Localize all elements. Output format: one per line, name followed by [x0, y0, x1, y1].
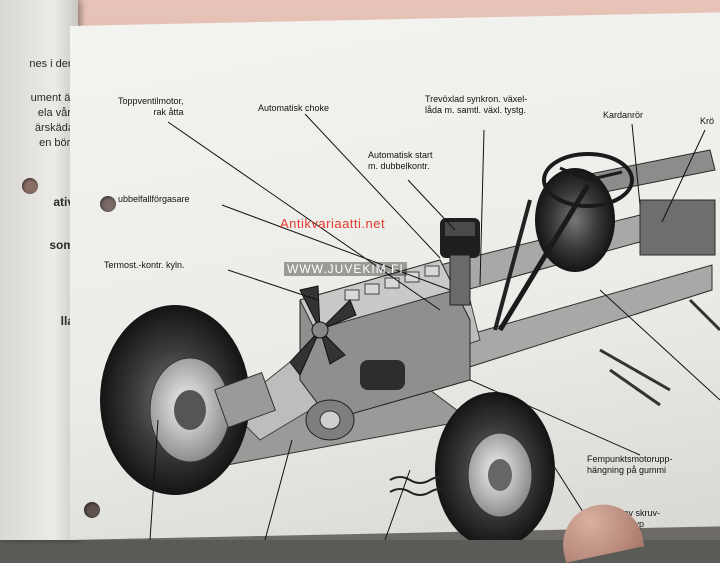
- carburetor: [440, 218, 480, 306]
- watermark-antikvariaatti: Antikvariaatti.net: [280, 216, 386, 231]
- coil-spring: [389, 476, 451, 496]
- label-dubbelfallforgasare: ubbelfallförgasare: [118, 194, 190, 204]
- steering-wheel: [497, 152, 634, 332]
- rear-wheel: [535, 168, 615, 272]
- binder-hole: [84, 502, 100, 518]
- chassis-illustration: [100, 113, 720, 540]
- left-text-line: nes i den: [29, 58, 74, 70]
- front-wheel-left: [100, 305, 276, 495]
- label-automatisk-choke: Automatisk choke: [258, 103, 330, 113]
- left-bold-line: som: [49, 238, 74, 252]
- left-text-line: ela vårt: [37, 107, 74, 119]
- gear-lever: [493, 199, 532, 331]
- binder-hole: [22, 178, 38, 194]
- front-wheel-right: [435, 392, 555, 540]
- left-bold-line: ativ: [53, 195, 74, 209]
- leader-lines: [149, 113, 720, 540]
- label-toppventilmotor: Toppventilmotor,rak åtta: [118, 96, 184, 117]
- left-page: nes i den ument är ela vårt ärskäda en b…: [0, 0, 78, 540]
- label-fempunktsmotor: Fempunktsmotorupp-hängning på gummi: [587, 454, 673, 475]
- left-text-line: ärskäda: [34, 122, 74, 134]
- left-text-line: en bör-: [39, 137, 74, 149]
- label-kro: Krö: [700, 116, 715, 126]
- label-kardanror: Kardanrör: [603, 110, 644, 120]
- left-text-line: ument är: [30, 92, 74, 104]
- binder-hole: [100, 196, 116, 212]
- watermark-juvekim: WWW.JUVEKIM.FI: [284, 262, 407, 276]
- label-termostat: Termost.-kontr. kyln.: [104, 260, 185, 270]
- rear-links: [599, 298, 720, 407]
- radiator-fan: [289, 285, 357, 376]
- label-trevaxlad-vaxellada: Trevöxlad synkron. växel-låda m. samtl. …: [425, 94, 528, 115]
